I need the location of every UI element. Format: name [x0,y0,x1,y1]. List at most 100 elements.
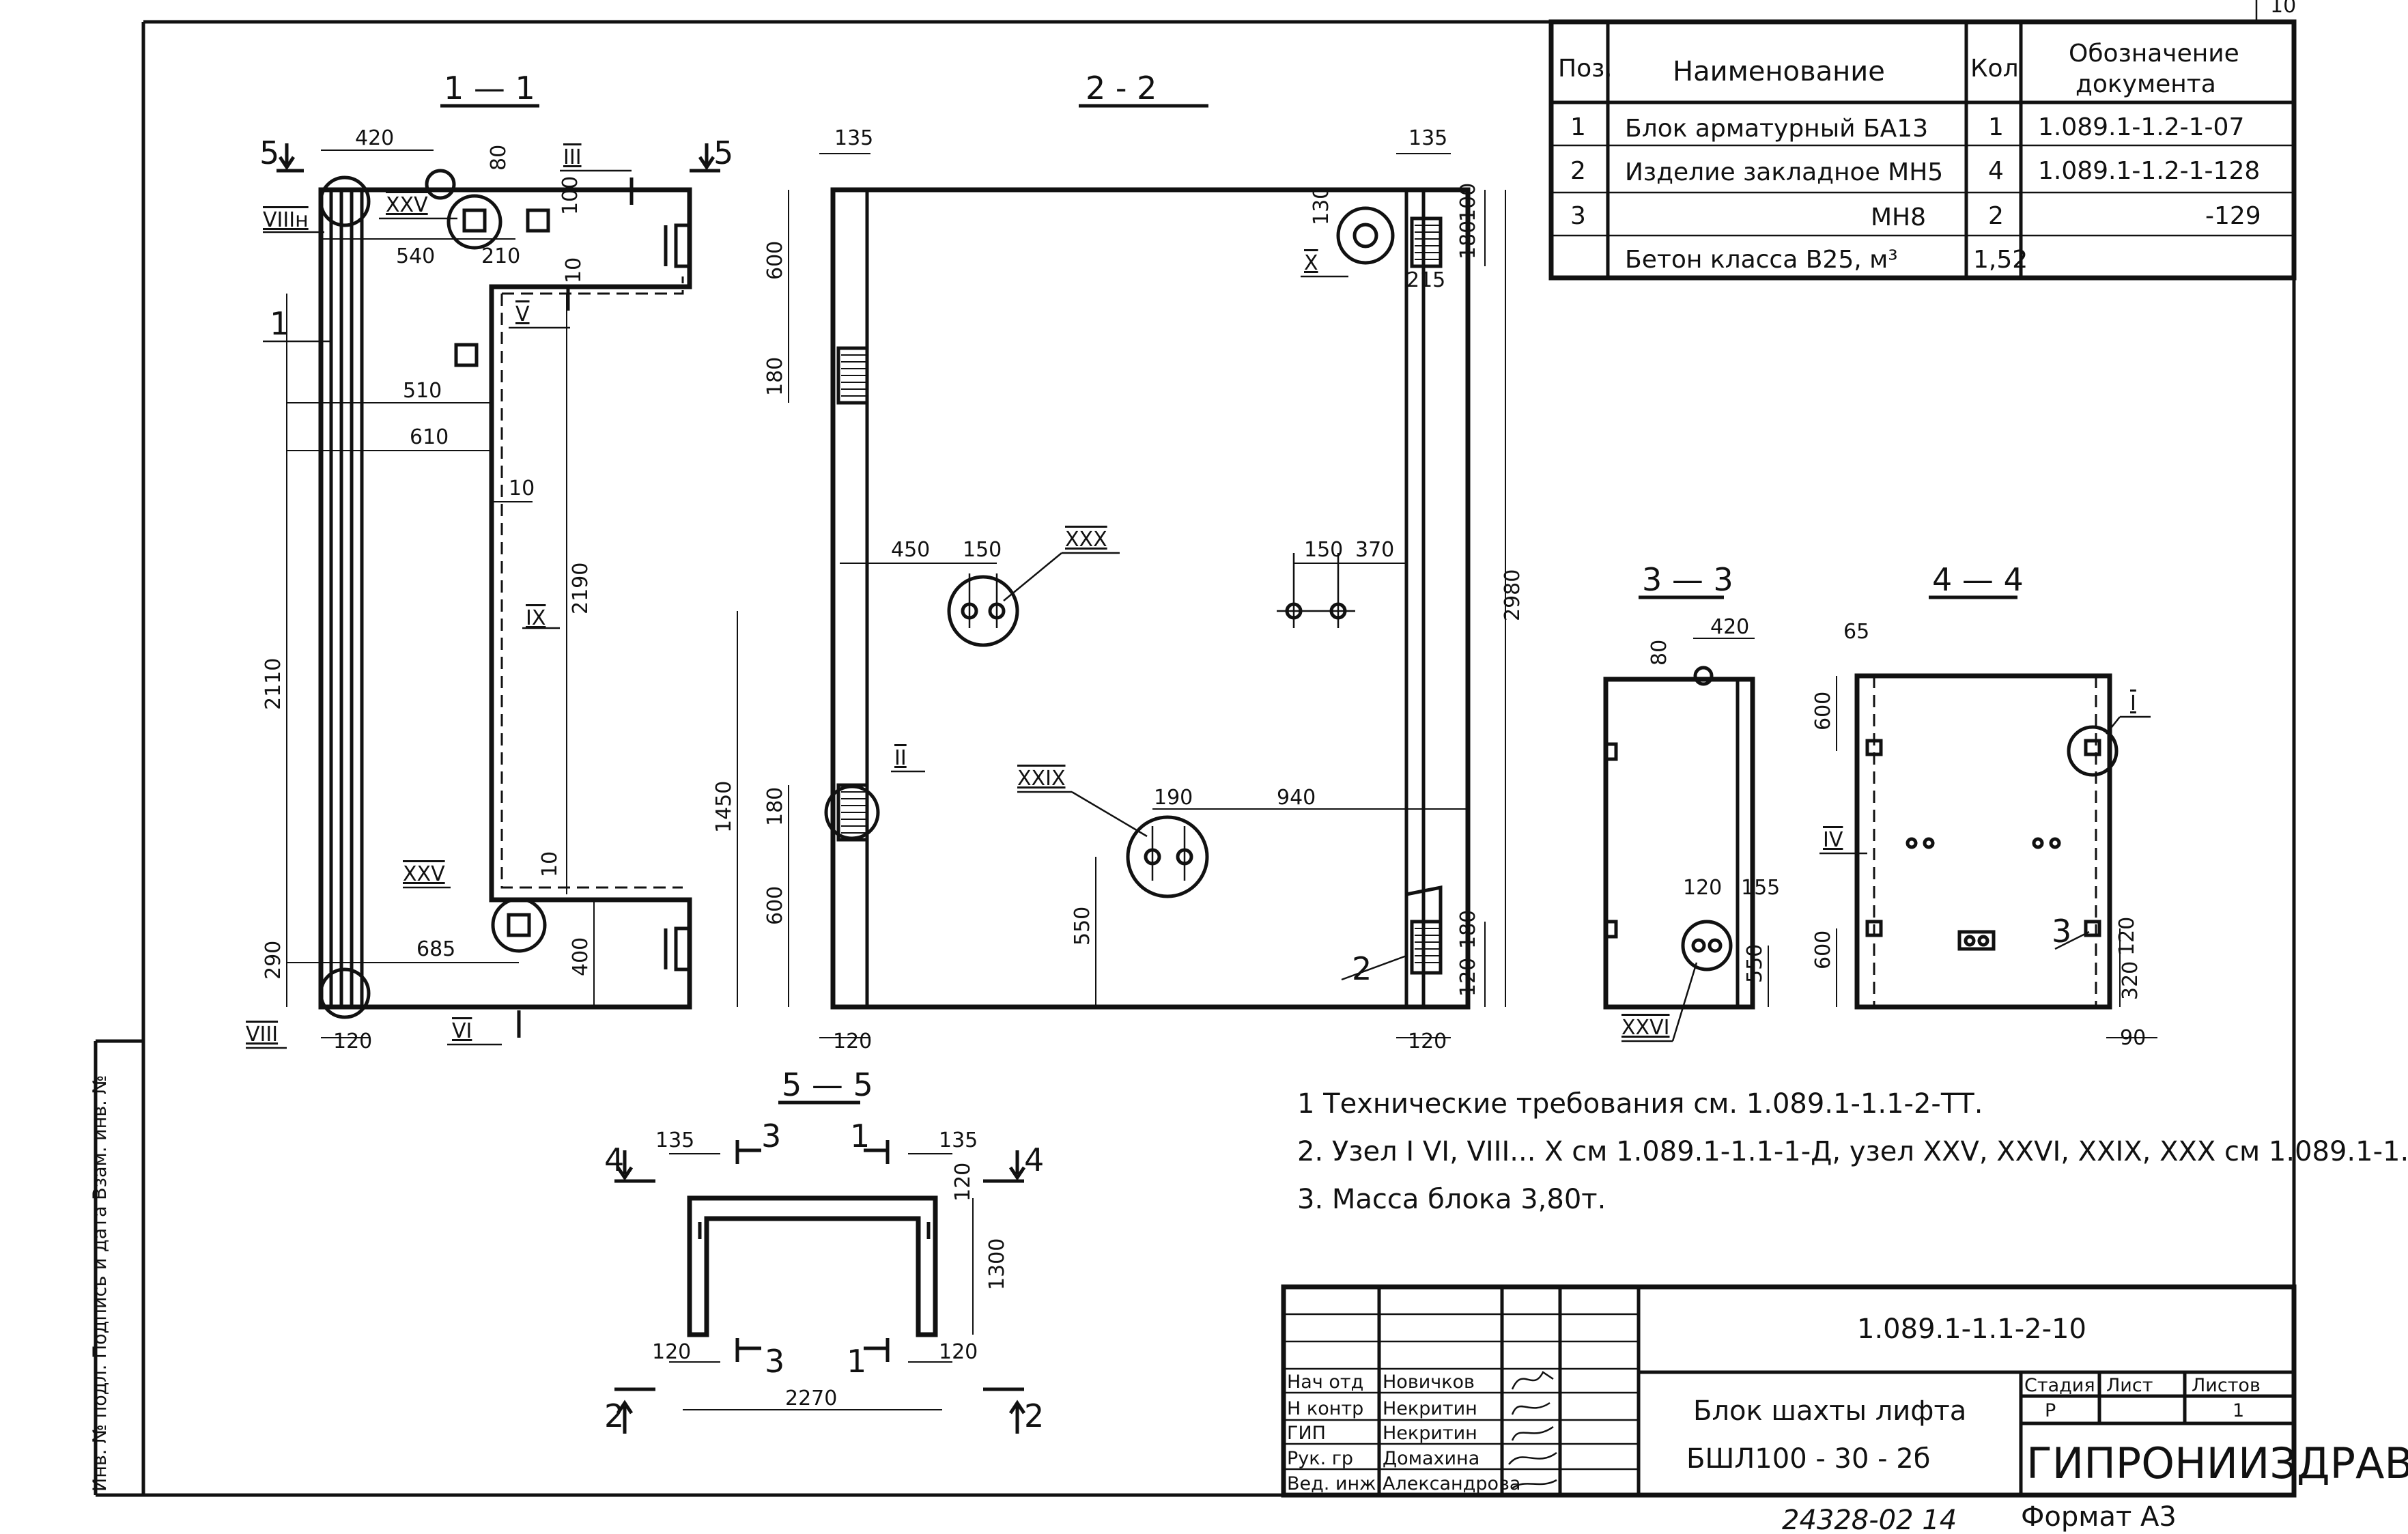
dim-120-33: 120 [1683,876,1722,900]
dim-120-55a: 120 [652,1340,691,1364]
dim-210: 210 [481,244,520,268]
title-block-name-2: БШЛ100 - 30 - 2б [1686,1443,1930,1475]
spec-header-doc-2: документа [2076,70,2216,98]
dim-120-h: 120 [1456,958,1480,997]
note-2: 2. Узел I VI, VIII... X см 1.089.1-1.1-1… [1297,1136,2408,1167]
dim-100-r: 100 [1456,183,1480,222]
signature-row: Н контр Некритин [1287,1398,1550,1419]
dim-550: 550 [1071,907,1094,946]
notes: 1 Технические требования см. 1.089.1-1.1… [1297,1088,2408,1215]
spec-row-name: Изделие закладное МН5 [1625,158,1943,186]
signature-role: Н контр [1287,1398,1363,1419]
spec-row-qty: 4 [1988,157,2004,185]
signature-name: Александрова [1383,1473,1520,1494]
dim-510: 510 [403,379,442,403]
node-label-II: II [894,746,907,770]
signature-role: Нач отд [1287,1372,1363,1393]
title-block-org: ГИПРОНИИЗДРАВ [2026,1438,2408,1488]
spec-row: Бетон класса В25, м³ 1,52 [1625,246,2028,274]
section-1-1: 1 — 1 5 5 420 540 210 [246,70,733,1053]
dim-10-top: 10 [562,257,586,283]
section-title-5-5: 5 — 5 [782,1066,873,1103]
spec-row: 2 Изделие закладное МН5 4 1.089.1-1.2-1-… [1570,157,2260,186]
dim-120-55b: 120 [939,1340,978,1364]
cut-mark-5-left: 5 [259,134,279,171]
dim-450: 450 [891,538,930,562]
signature-mark [1511,1402,1550,1415]
dim-155-33: 155 [1741,876,1780,900]
spec-row: 3 МН8 2 -129 [1570,202,2261,231]
signature-mark [1512,1479,1557,1490]
dim-215: 215 [1406,268,1445,292]
signature-name: Некритин [1383,1398,1477,1419]
title-block-stage-value: Р [2045,1400,2056,1421]
dim-180-b: 180 [1456,221,1480,259]
node-label-IX: IX [526,606,546,630]
spec-row-name: МН8 [1871,203,1926,231]
cut-mark-5-right: 5 [713,134,733,171]
footer-format: Формат А3 [2021,1501,2177,1533]
dim-2110: 2110 [261,658,285,710]
dim-120-55-top: 120 [951,1163,975,1202]
dim-610: 610 [410,425,449,449]
node-label-III: III [563,145,582,169]
dim-685: 685 [416,937,455,961]
title-block-stage-label: Стадия [2024,1375,2095,1396]
dim-120-b1: 120 [833,1029,872,1053]
spec-row-pos: 1 [1570,113,1586,141]
signature-row: Рук. гр Домахина [1287,1448,1557,1469]
dim-600-44b: 600 [1811,931,1835,969]
dim-1450: 1450 [712,781,736,833]
node-label-V: V [515,302,530,326]
signature-mark [1508,1451,1557,1465]
dim-600-bot: 600 [763,886,787,925]
signature-mark [1511,1425,1554,1441]
section-3-3: 3 — 3 80 420 120 155 550 XXVI [1603,561,1780,1042]
node-label-XXX: XXX [1065,528,1107,552]
dim-2980: 2980 [1501,569,1525,621]
node-label-VIII: VIII [246,1023,278,1047]
signature-name: Домахина [1383,1448,1479,1469]
node-label-XXV-bot: XXV [403,862,445,886]
cut-mark-1-top: 1 [850,1118,870,1154]
title-block-sheets-label: Листов [2192,1375,2261,1396]
note-1: 1 Технические требования см. 1.089.1-1.1… [1297,1088,1983,1120]
node-label-XXVI: XXVI [1621,1016,1669,1040]
spec-row-doc: 1.089.1-1.2-1-128 [2038,157,2260,185]
signature-name: Некритин [1383,1423,1477,1444]
dim-600-top: 600 [763,241,787,280]
dim-150-b: 150 [1304,538,1343,562]
dim-370: 370 [1355,538,1394,562]
pos-label-2: 2 [1352,950,1372,987]
title-block-sheet-label: Лист [2106,1375,2153,1396]
dim-180-d: 180 [1456,910,1480,949]
node-label-XXV-top: XXV [386,193,428,217]
cut-mark-4-right: 4 [1024,1141,1044,1178]
side-stamp-text: Инв. № подл. Подпись и дата Взам. инв. № [89,1075,111,1492]
spec-row-qty: 1 [1988,113,2004,141]
spec-row-pos: 2 [1570,157,1586,185]
dim-150-a: 150 [963,538,1002,562]
side-stamp: Инв. № подл. Подпись и дата Взам. инв. № [89,1039,143,1497]
dim-65-44: 65 [1843,620,1869,644]
cut-mark-2-left: 2 [604,1397,624,1434]
dim-940: 940 [1277,786,1316,810]
section-title-2-2: 2 - 2 [1086,70,1157,106]
signature-role: ГИП [1287,1423,1326,1444]
dim-2270: 2270 [785,1387,837,1410]
node-label-XXIX: XXIX [1017,767,1066,791]
dim-180-c: 180 [763,787,787,826]
dim-90-44: 90 [2120,1026,2146,1050]
title-block-sheets-value: 1 [2233,1400,2244,1421]
spec-row-name: Бетон класса В25, м³ [1625,246,1898,274]
section-2-2: 2 - 2 135 135 [712,70,1525,1053]
dim-80-33: 80 [1647,640,1671,666]
spec-row-qty: 2 [1988,202,2004,230]
spec-header-pos: Поз. [1558,55,1613,83]
title-block-code: 1.089.1-1.1-2-10 [1857,1313,2086,1345]
section-title-1-1: 1 — 1 [444,70,535,106]
dim-120-44: 120 [2115,917,2139,956]
spec-header-name: Наименование [1673,56,1885,87]
dim-190: 190 [1154,786,1193,810]
